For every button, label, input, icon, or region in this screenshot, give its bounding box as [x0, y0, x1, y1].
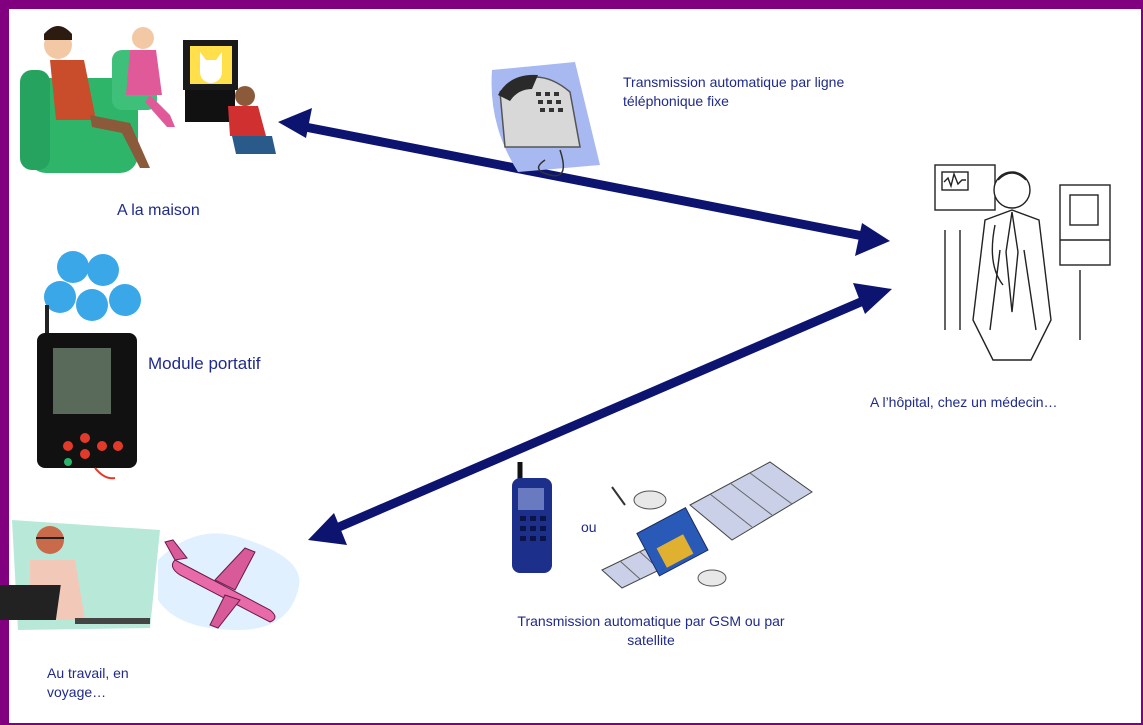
- doctor-in-hospital-icon: [934, 164, 1111, 361]
- person-at-laptop-icon: [0, 520, 160, 630]
- airplane-icon: [158, 533, 300, 630]
- frame-border-top: [0, 0, 1143, 9]
- module-label: Module portatif: [148, 354, 261, 373]
- home-label: A la maison: [117, 202, 200, 219]
- frame-border-bottom: [0, 723, 1143, 725]
- frame-border-left: [0, 0, 9, 725]
- landline-telephone-icon: [491, 62, 600, 177]
- gsm-caption-line2: satellite: [627, 632, 675, 648]
- phone-caption-line1: Transmission automatique par ligne: [623, 74, 844, 90]
- arrow-hospital-work: [308, 283, 892, 545]
- work-label-line2: voyage…: [47, 684, 106, 700]
- work-label-line1: Au travail, en: [47, 665, 129, 681]
- or-label: ou: [581, 519, 597, 535]
- mobile-phone-icon: [512, 462, 552, 573]
- gsm-caption-line1: Transmission automatique par GSM ou par: [517, 613, 784, 629]
- portable-monitor-device-icon: [37, 251, 141, 480]
- phone-caption-line2: téléphonique fixe: [623, 93, 729, 109]
- frame-border-right: [1141, 0, 1143, 725]
- satellite-icon: [601, 461, 813, 589]
- arrow-home-hospital: [278, 108, 890, 256]
- family-watching-tv-icon: [20, 26, 276, 173]
- hospital-label: A l’hôpital, chez un médecin…: [870, 394, 1058, 410]
